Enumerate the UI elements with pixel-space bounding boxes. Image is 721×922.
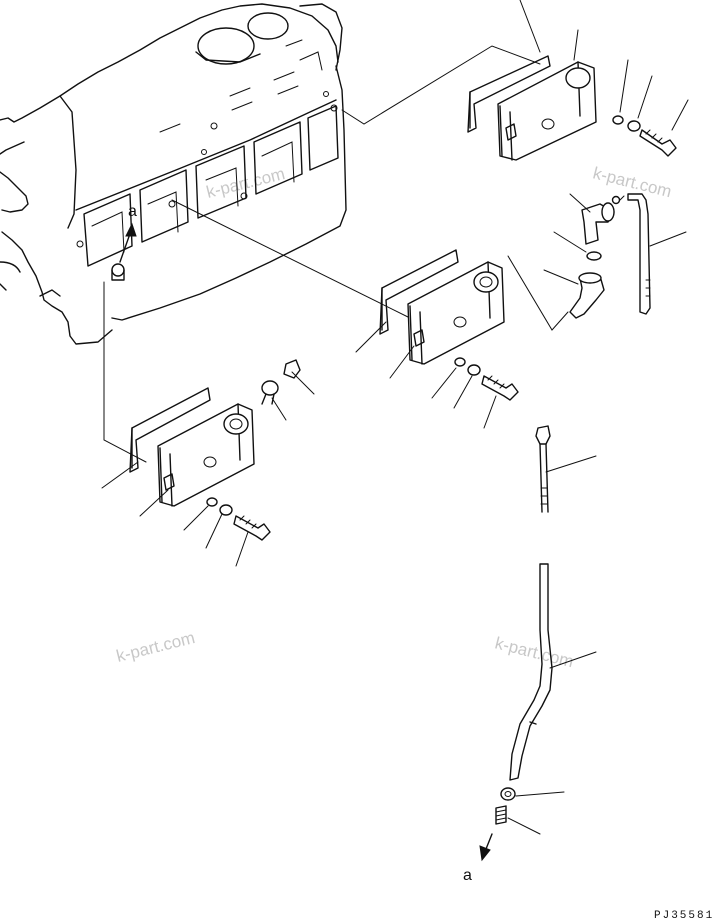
dipstick-blade: [539, 443, 549, 513]
bolt-upper: [639, 129, 677, 157]
side-cover-upper: [467, 0, 689, 161]
breather-cap: [261, 380, 279, 396]
breather-nut: [283, 359, 301, 379]
breather-tube: [627, 193, 651, 315]
gasket-lower: [129, 387, 211, 473]
filler-neck: [569, 275, 605, 319]
dipstick-assembly: [495, 425, 597, 835]
engine-block: [0, 3, 347, 345]
side-cover-middle: [355, 249, 519, 429]
gasket-upper: [467, 55, 551, 133]
side-cover-lower: [101, 359, 315, 567]
drawing-code: PJ35581: [654, 910, 714, 922]
watermark-4: k-part.com: [493, 633, 576, 671]
banjo-nut: [500, 787, 516, 801]
ref-label-top: a: [128, 203, 137, 220]
dipstick-handle: [535, 425, 551, 445]
reference-arrow-top: a: [119, 203, 137, 263]
washer-upper-2: [627, 120, 641, 132]
guide-tube: [509, 563, 553, 781]
reference-arrow-bottom: a: [463, 833, 493, 884]
watermark-3: k-part.com: [114, 628, 197, 666]
watermark-2: k-part.com: [591, 163, 674, 201]
o-ring: [586, 251, 602, 261]
gasket-middle: [379, 249, 459, 335]
ref-label-bottom: a: [463, 867, 472, 884]
washer-upper-1: [612, 115, 624, 125]
oil-filler-parts: [507, 193, 687, 331]
